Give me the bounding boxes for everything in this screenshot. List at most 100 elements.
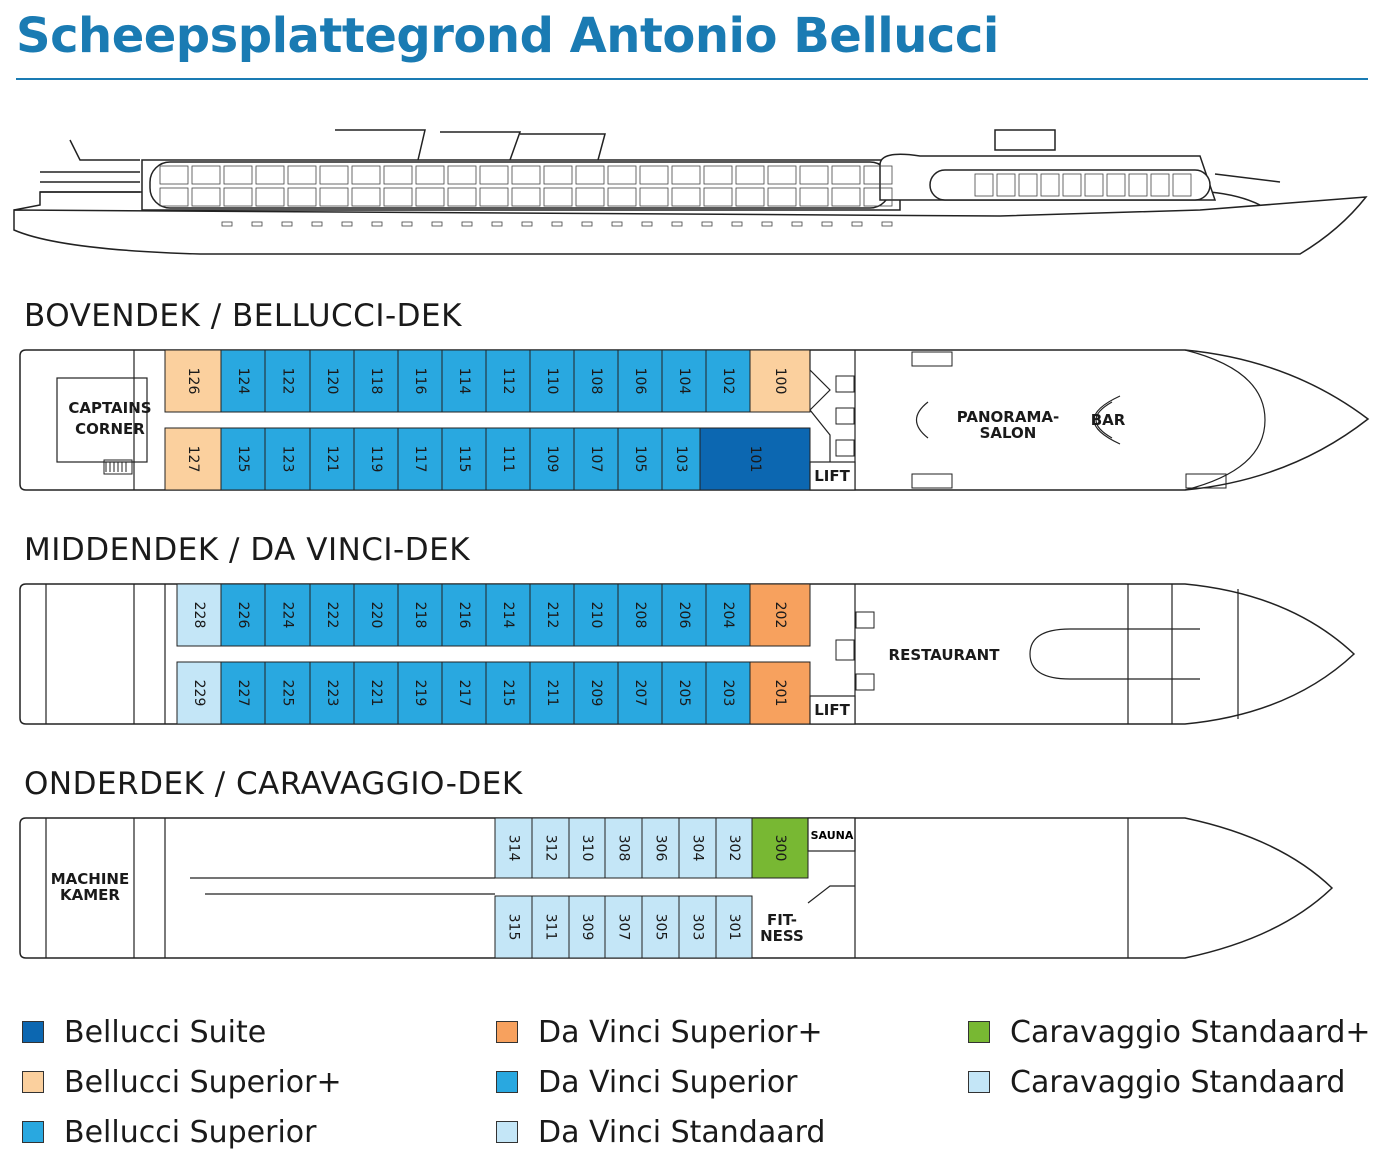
- legend-swatch: [496, 1071, 518, 1093]
- cabin-number: 118: [368, 368, 384, 395]
- salon-window: [1040, 173, 1060, 197]
- legend-item: Caravaggio Standaard: [968, 1065, 1345, 1100]
- cabin-number: 215: [500, 680, 516, 707]
- legend-swatch: [496, 1121, 518, 1143]
- cabin-124: [220, 349, 266, 413]
- cabin-number: 114: [456, 368, 472, 395]
- staircase-icon: [911, 351, 953, 367]
- ship-window: [703, 165, 733, 185]
- salon-window: [996, 173, 1016, 197]
- cabin-112: [485, 349, 531, 413]
- porthole: [281, 221, 293, 227]
- cabin-number: 228: [191, 602, 207, 629]
- ship-window: [767, 187, 797, 207]
- salon-window: [1106, 173, 1126, 197]
- ship-window: [479, 187, 509, 207]
- ship-window: [863, 187, 893, 207]
- salon-window: [1062, 173, 1082, 197]
- cabin-number: 122: [280, 368, 296, 395]
- cabin-121: [309, 427, 355, 491]
- cabin-312: [531, 817, 570, 879]
- cabin-number: 312: [543, 835, 559, 862]
- ship-window: [575, 187, 605, 207]
- ship-window: [639, 187, 669, 207]
- cabin-number: 223: [324, 680, 340, 707]
- cabin-number: 315: [506, 914, 522, 941]
- ship-window: [607, 165, 637, 185]
- cabin-number: 211: [544, 680, 560, 707]
- cabin-number: 205: [676, 680, 692, 707]
- cabin-300: [751, 817, 809, 879]
- hull-outline: [19, 817, 1334, 959]
- cabin-217: [441, 661, 487, 725]
- cabin-220: [353, 583, 399, 647]
- cabin-number: 300: [772, 835, 788, 862]
- cabin-229: [176, 661, 222, 725]
- cabin-305: [641, 895, 680, 959]
- legend-swatch: [22, 1021, 44, 1043]
- corridor: [190, 877, 495, 895]
- ship-side-profile: [13, 129, 1368, 255]
- cabin-210: [573, 583, 619, 647]
- cabin-number: 103: [673, 446, 689, 473]
- cabin-118: [353, 349, 399, 413]
- staircase-icon: [835, 611, 875, 691]
- ship-window: [863, 165, 893, 185]
- cabin-209: [573, 661, 619, 725]
- ship-window: [735, 187, 765, 207]
- cabin-number: 204: [720, 602, 736, 629]
- ship-window: [223, 165, 253, 185]
- legend-swatch: [22, 1071, 44, 1093]
- cabin-number: 314: [506, 835, 522, 862]
- fitness-label-1: FIT-: [767, 911, 797, 929]
- legend-item: Da Vinci Superior+: [496, 1015, 823, 1050]
- cabin-number: 104: [676, 368, 692, 395]
- ship-window: [511, 165, 541, 185]
- cabin-315: [494, 895, 533, 959]
- ship-window: [191, 165, 221, 185]
- cabin-number: 203: [720, 680, 736, 707]
- cabin-212: [529, 583, 575, 647]
- cabin-309: [568, 895, 606, 959]
- porthole: [821, 221, 833, 227]
- machine-kamer-label-2: KAMER: [60, 886, 120, 904]
- cabin-number: 110: [544, 368, 560, 395]
- restaurant-buffet: [1029, 628, 1200, 680]
- stairwell-outline: [809, 350, 831, 462]
- porthole: [491, 221, 503, 227]
- ship-window: [703, 187, 733, 207]
- panorama-salon-label-2: SALON: [980, 424, 1037, 442]
- ship-window: [287, 165, 317, 185]
- machine-kamer-label-1: MACHINE: [51, 870, 129, 888]
- porthole: [461, 221, 473, 227]
- legend-label: Bellucci Superior+: [64, 1064, 342, 1100]
- salon-window: [1128, 173, 1148, 197]
- cabin-number: 124: [235, 368, 251, 395]
- cabin-number: 106: [632, 368, 648, 395]
- ship-window: [159, 187, 189, 207]
- ship-window: [799, 187, 829, 207]
- legend-label: Da Vinci Superior: [538, 1064, 798, 1100]
- cabin-number: 309: [579, 914, 595, 941]
- cabin-307: [604, 895, 643, 959]
- cabin-303: [678, 895, 717, 959]
- lift-label: LIFT: [814, 467, 850, 485]
- porthole: [551, 221, 563, 227]
- ship-window: [447, 187, 477, 207]
- cabin-number: 105: [632, 446, 648, 473]
- cabin-227: [220, 661, 266, 725]
- porthole: [851, 221, 863, 227]
- ship-window: [671, 187, 701, 207]
- cabin-number: 126: [185, 368, 201, 395]
- cabin-109: [529, 427, 575, 491]
- deck-heading-middle: MIDDENDEK / DA VINCI-DEK: [24, 532, 471, 568]
- porthole: [611, 221, 623, 227]
- porthole: [881, 221, 893, 227]
- salon-window: [1172, 173, 1192, 197]
- page-title: Scheepsplattegrond Antonio Bellucci: [16, 8, 999, 64]
- ship-window: [415, 187, 445, 207]
- deck-heading-bottom: ONDERDEK / CARAVAGGIO-DEK: [24, 766, 523, 802]
- cabin-number: 218: [412, 602, 428, 629]
- captains-corner-label-1: CAPTAINS: [68, 399, 151, 417]
- cabin-number: 111: [500, 446, 516, 473]
